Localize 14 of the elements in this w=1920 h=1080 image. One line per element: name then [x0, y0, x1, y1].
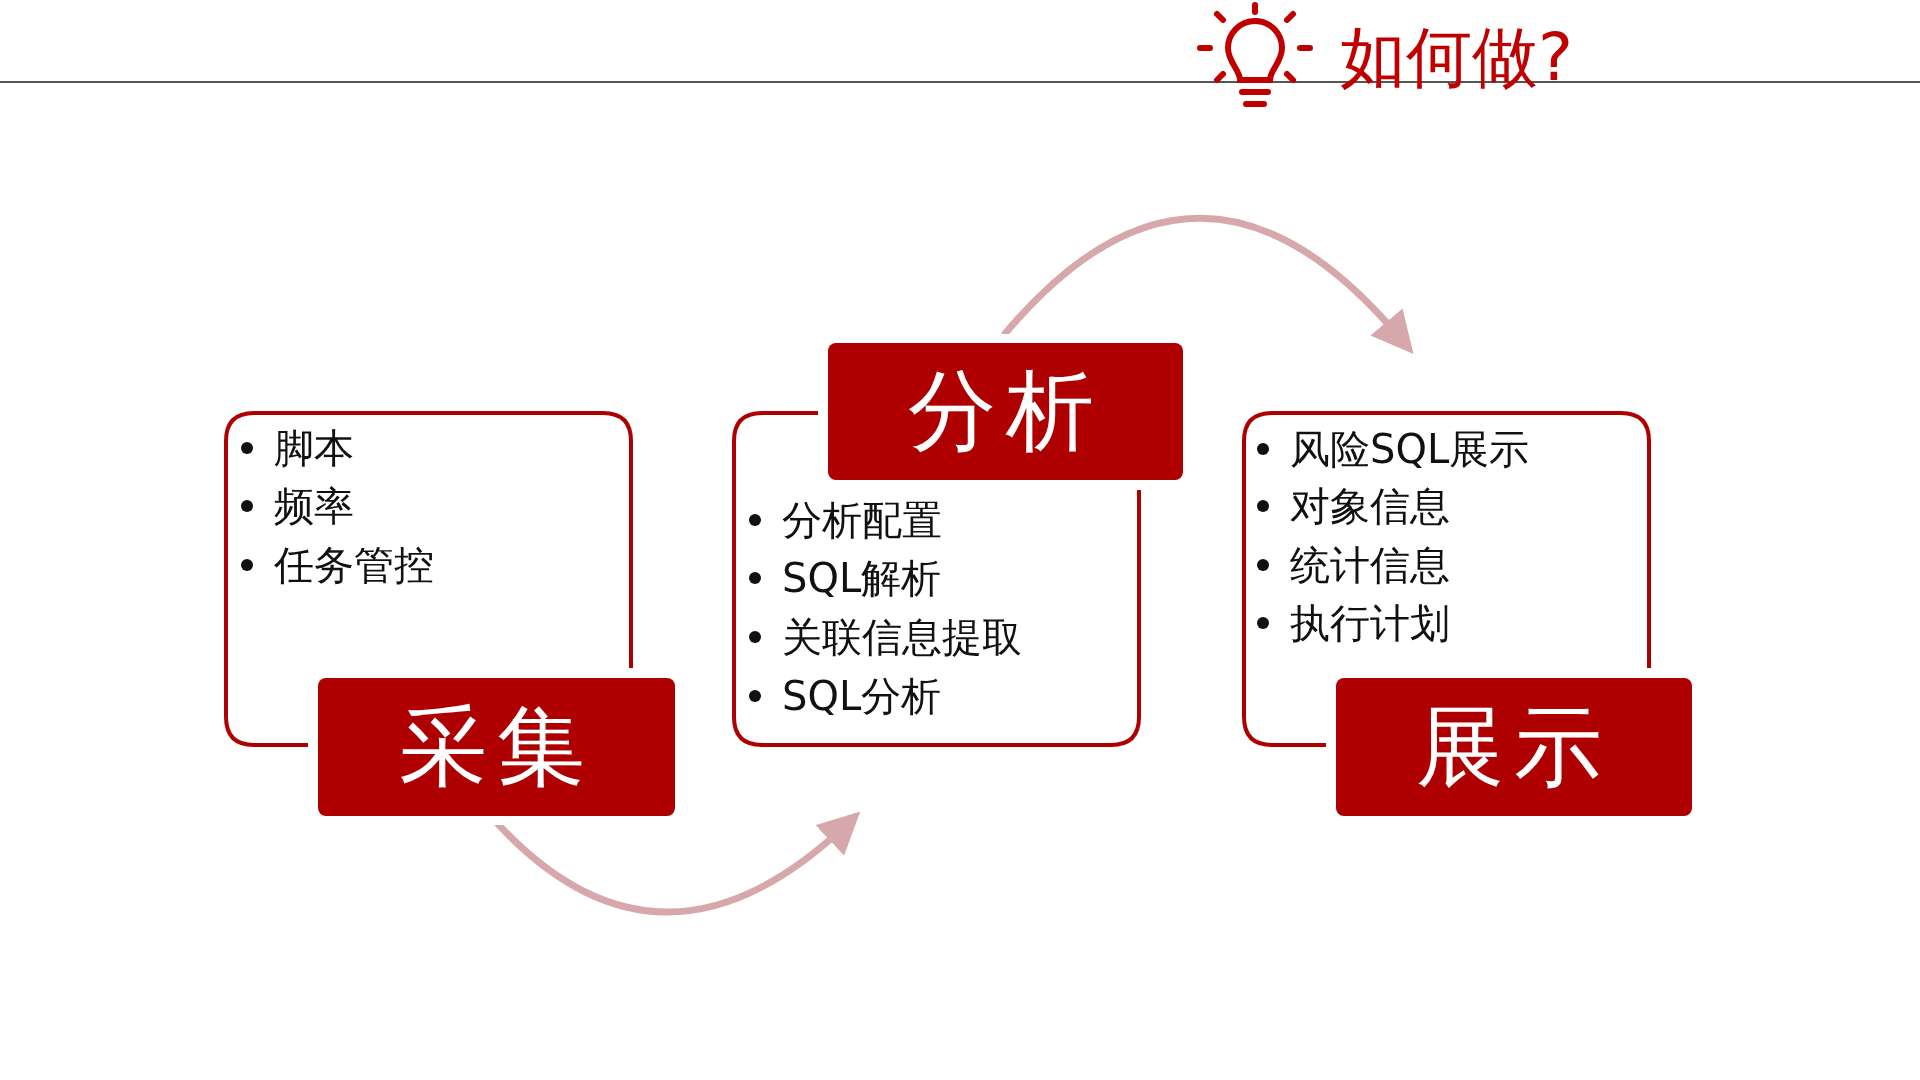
curved-arrow	[1001, 214, 1415, 354]
title: 如何做?	[1340, 18, 1574, 98]
list-item: 统计信息	[1290, 541, 1450, 590]
list-item: 脚本	[274, 424, 354, 473]
list-item: 任务管控	[274, 541, 434, 590]
list-item: 对象信息	[1290, 482, 1450, 531]
list-item: 风险SQL展示	[1290, 425, 1530, 474]
list-item: 关联信息提取	[782, 613, 1022, 662]
list-item: SQL解析	[782, 554, 942, 603]
list-item: 执行计划	[1290, 599, 1450, 648]
list-item: SQL分析	[782, 672, 942, 721]
list-item: 分析配置	[782, 496, 942, 545]
curved-arrow	[493, 812, 861, 916]
list-item: 频率	[274, 482, 354, 531]
